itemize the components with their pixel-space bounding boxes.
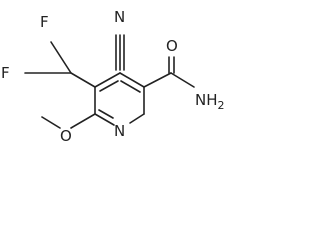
ring-bond-c5-c4-double (99, 80, 119, 92)
carbonyl-o-label: O (166, 37, 178, 55)
amide-n-bond (170, 72, 195, 88)
cf-top-bond (50, 41, 72, 74)
ring-bond-c5-c4 (94, 72, 121, 88)
ring-n-label: N (114, 122, 125, 140)
fluorine-bottom-label: F (1, 64, 10, 82)
nitrile-n-label: N (114, 8, 125, 26)
structure-diagram: N F F O NH2 N O (1, 8, 225, 145)
amide-nh-subscript: 2 (218, 99, 225, 112)
ring-bond-c2-n (129, 113, 145, 124)
ether-o-label: O (60, 127, 72, 145)
molecule-svg: N F F O NH2 N O (1, 8, 225, 145)
amide-c-bond (143, 72, 172, 88)
cf2-bond (70, 72, 96, 88)
amide-nh-text: NH (195, 91, 218, 109)
amide-n-label: NH2 (195, 91, 225, 112)
ether-bond (70, 113, 96, 129)
ring-bond-n-c6 (94, 113, 115, 126)
methyl-bond (41, 116, 61, 129)
ring-bond-c4-c3 (119, 72, 145, 88)
ring-bond-n-c6-double (98, 109, 114, 119)
ring-bond-c3-c3-double (120, 80, 141, 93)
fluorine-top-label: F (40, 13, 49, 31)
